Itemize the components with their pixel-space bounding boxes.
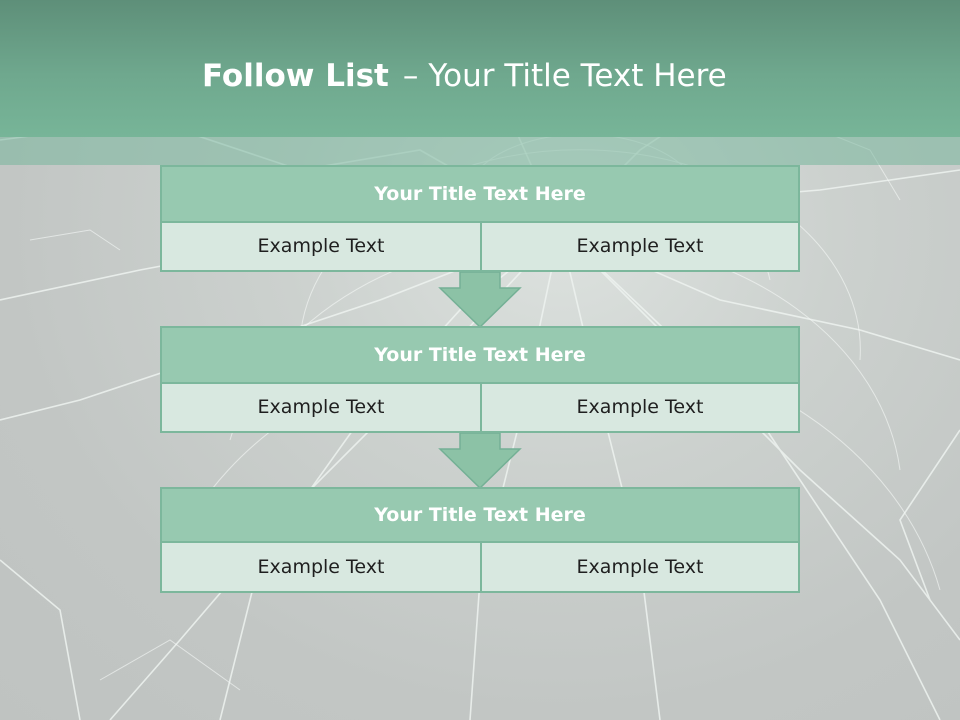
down-arrow-icon xyxy=(438,272,522,328)
step-2-left-cell: Example Text xyxy=(160,382,482,433)
slide-title-rest: Your Title Text Here xyxy=(428,58,727,94)
slide-title-bold: Follow List xyxy=(202,58,389,94)
step-title-2: Your Title Text Here xyxy=(160,326,800,384)
step-2-right-cell: Example Text xyxy=(480,382,800,433)
slide-title-dash: – xyxy=(402,58,419,94)
header-sub-band xyxy=(0,137,960,165)
slide-title: Follow List–Your Title Text Here xyxy=(202,54,727,98)
step-block-2: Your Title Text Here Example Text Exampl… xyxy=(160,326,800,433)
step-3-left-cell: Example Text xyxy=(160,541,482,593)
step-3-right-cell: Example Text xyxy=(480,541,800,593)
step-title-3: Your Title Text Here xyxy=(160,487,800,543)
step-1-right-cell: Example Text xyxy=(480,221,800,272)
step-title-1: Your Title Text Here xyxy=(160,165,800,223)
down-arrow-icon xyxy=(438,433,522,489)
step-1-left-cell: Example Text xyxy=(160,221,482,272)
step-block-3: Your Title Text Here Example Text Exampl… xyxy=(160,487,800,593)
step-block-1: Your Title Text Here Example Text Exampl… xyxy=(160,165,800,272)
header-band xyxy=(0,0,960,137)
